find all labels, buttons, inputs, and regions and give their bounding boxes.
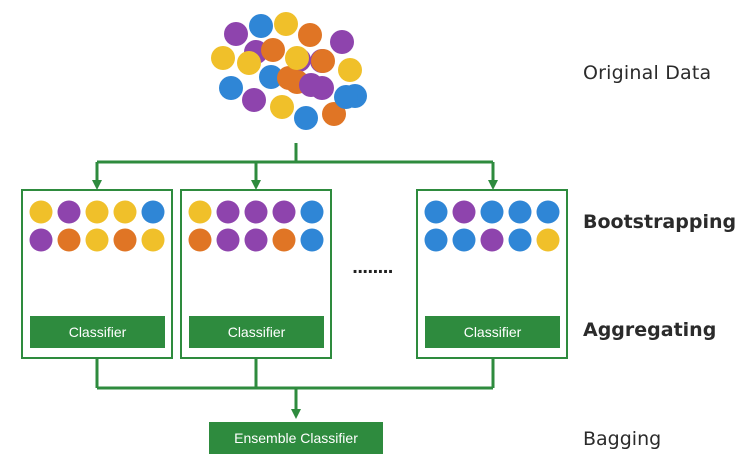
classifier-box-3	[425, 316, 560, 348]
sample-point	[300, 228, 324, 252]
data-point	[219, 76, 243, 100]
sample-point	[216, 200, 240, 224]
classifier-box-1	[30, 316, 165, 348]
sample-point	[113, 200, 137, 224]
data-point	[274, 12, 298, 36]
stage-label-aggregating: Aggregating	[583, 319, 717, 341]
data-point	[259, 65, 283, 89]
data-point	[211, 46, 235, 70]
sample-point	[85, 228, 109, 252]
classifier-label-2: Classifier	[227, 324, 286, 340]
sample-points	[29, 200, 560, 252]
data-point	[299, 73, 323, 97]
classifier-label-1: Classifier	[68, 324, 127, 340]
sample-point	[300, 200, 324, 224]
data-point	[249, 14, 273, 38]
classifier-label-3: Classifier	[463, 324, 522, 340]
data-point	[242, 88, 266, 112]
data-point	[311, 49, 335, 73]
sample-point	[141, 200, 165, 224]
data-point	[237, 51, 261, 75]
stage-label-bagging: Bagging	[583, 428, 662, 450]
data-point	[298, 23, 322, 47]
sample-point	[452, 228, 476, 252]
ensemble-classifier-label: Ensemble Classifier	[234, 430, 358, 446]
stage-label-original-data: Original Data	[583, 62, 712, 84]
sample-point	[536, 228, 560, 252]
sample-point	[424, 228, 448, 252]
sample-point	[29, 200, 53, 224]
sample-point	[188, 228, 212, 252]
sample-point	[424, 200, 448, 224]
sample-point	[452, 200, 476, 224]
sample-point	[113, 228, 137, 252]
data-point	[270, 95, 294, 119]
sample-point	[141, 228, 165, 252]
classifier-box-2	[189, 316, 324, 348]
sample-point	[480, 200, 504, 224]
sample-point	[216, 228, 240, 252]
data-point	[330, 30, 354, 54]
stage-label-bootstrapping: Bootstrapping	[583, 211, 737, 233]
sample-point	[272, 228, 296, 252]
sample-point	[244, 228, 268, 252]
data-point	[338, 58, 362, 82]
ensemble-classifier-box	[209, 422, 383, 454]
data-point	[277, 66, 301, 90]
sample-point	[508, 228, 532, 252]
sample-point	[272, 200, 296, 224]
sample-point	[536, 200, 560, 224]
original-data-cluster	[211, 12, 367, 130]
sample-point	[244, 200, 268, 224]
ellipsis-more-samples: ........	[352, 258, 394, 277]
sample-point	[29, 228, 53, 252]
sample-point	[85, 200, 109, 224]
sample-point	[57, 228, 81, 252]
data-point	[334, 85, 358, 109]
connectors	[92, 143, 498, 419]
sample-point	[188, 200, 212, 224]
data-point	[294, 106, 318, 130]
sample-point	[57, 200, 81, 224]
data-point	[261, 38, 285, 62]
data-point	[224, 22, 248, 46]
data-point	[285, 46, 309, 70]
sample-point	[508, 200, 532, 224]
sample-point	[480, 228, 504, 252]
data-point	[322, 102, 346, 126]
